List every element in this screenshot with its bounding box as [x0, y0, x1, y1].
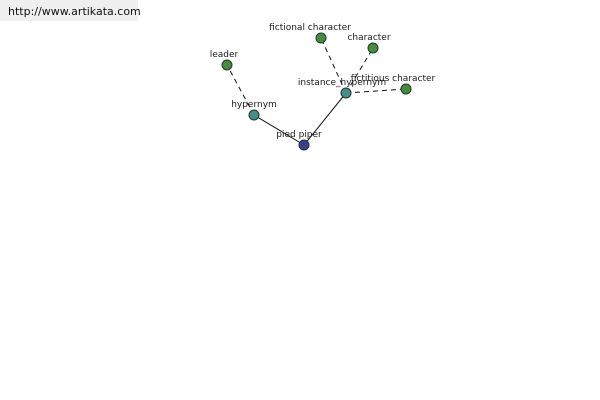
node-label-leader: leader: [210, 50, 239, 60]
edge-pied-piper-to-hypernym: [253, 114, 305, 146]
node-character[interactable]: [367, 42, 379, 54]
node-label-character: character: [347, 33, 390, 43]
node-pied-piper[interactable]: [298, 139, 310, 151]
node-fictional-character[interactable]: [315, 32, 327, 44]
node-label-pied-piper: pied piper: [276, 130, 322, 140]
node-hypernym[interactable]: [248, 109, 260, 121]
node-fictitious-character[interactable]: [400, 83, 412, 95]
labels-layer: pied piper hypernym instance_hypernym leade…: [210, 23, 436, 140]
edge-instance-hypernym-to-fictitious-character: [345, 88, 407, 94]
node-instance-hypernym[interactable]: [340, 87, 352, 99]
nodes-layer: [221, 32, 412, 151]
edge-instance-hypernym-to-fictional-character: [320, 37, 347, 94]
source-url-banner[interactable]: http://www.artikata.com: [0, 0, 141, 21]
edge-pied-piper-to-instance-hypernym: [303, 92, 347, 146]
node-label-instance-hypernym: instance_hypernym: [298, 78, 386, 88]
node-label-fictitious-character: fictitious character: [351, 74, 436, 84]
node-label-hypernym: hypernym: [231, 100, 277, 110]
edges-layer: [226, 37, 407, 146]
node-label-fictional-character: fictional character: [269, 23, 351, 33]
node-leader[interactable]: [221, 59, 233, 71]
edge-hypernym-to-leader: [226, 64, 255, 116]
